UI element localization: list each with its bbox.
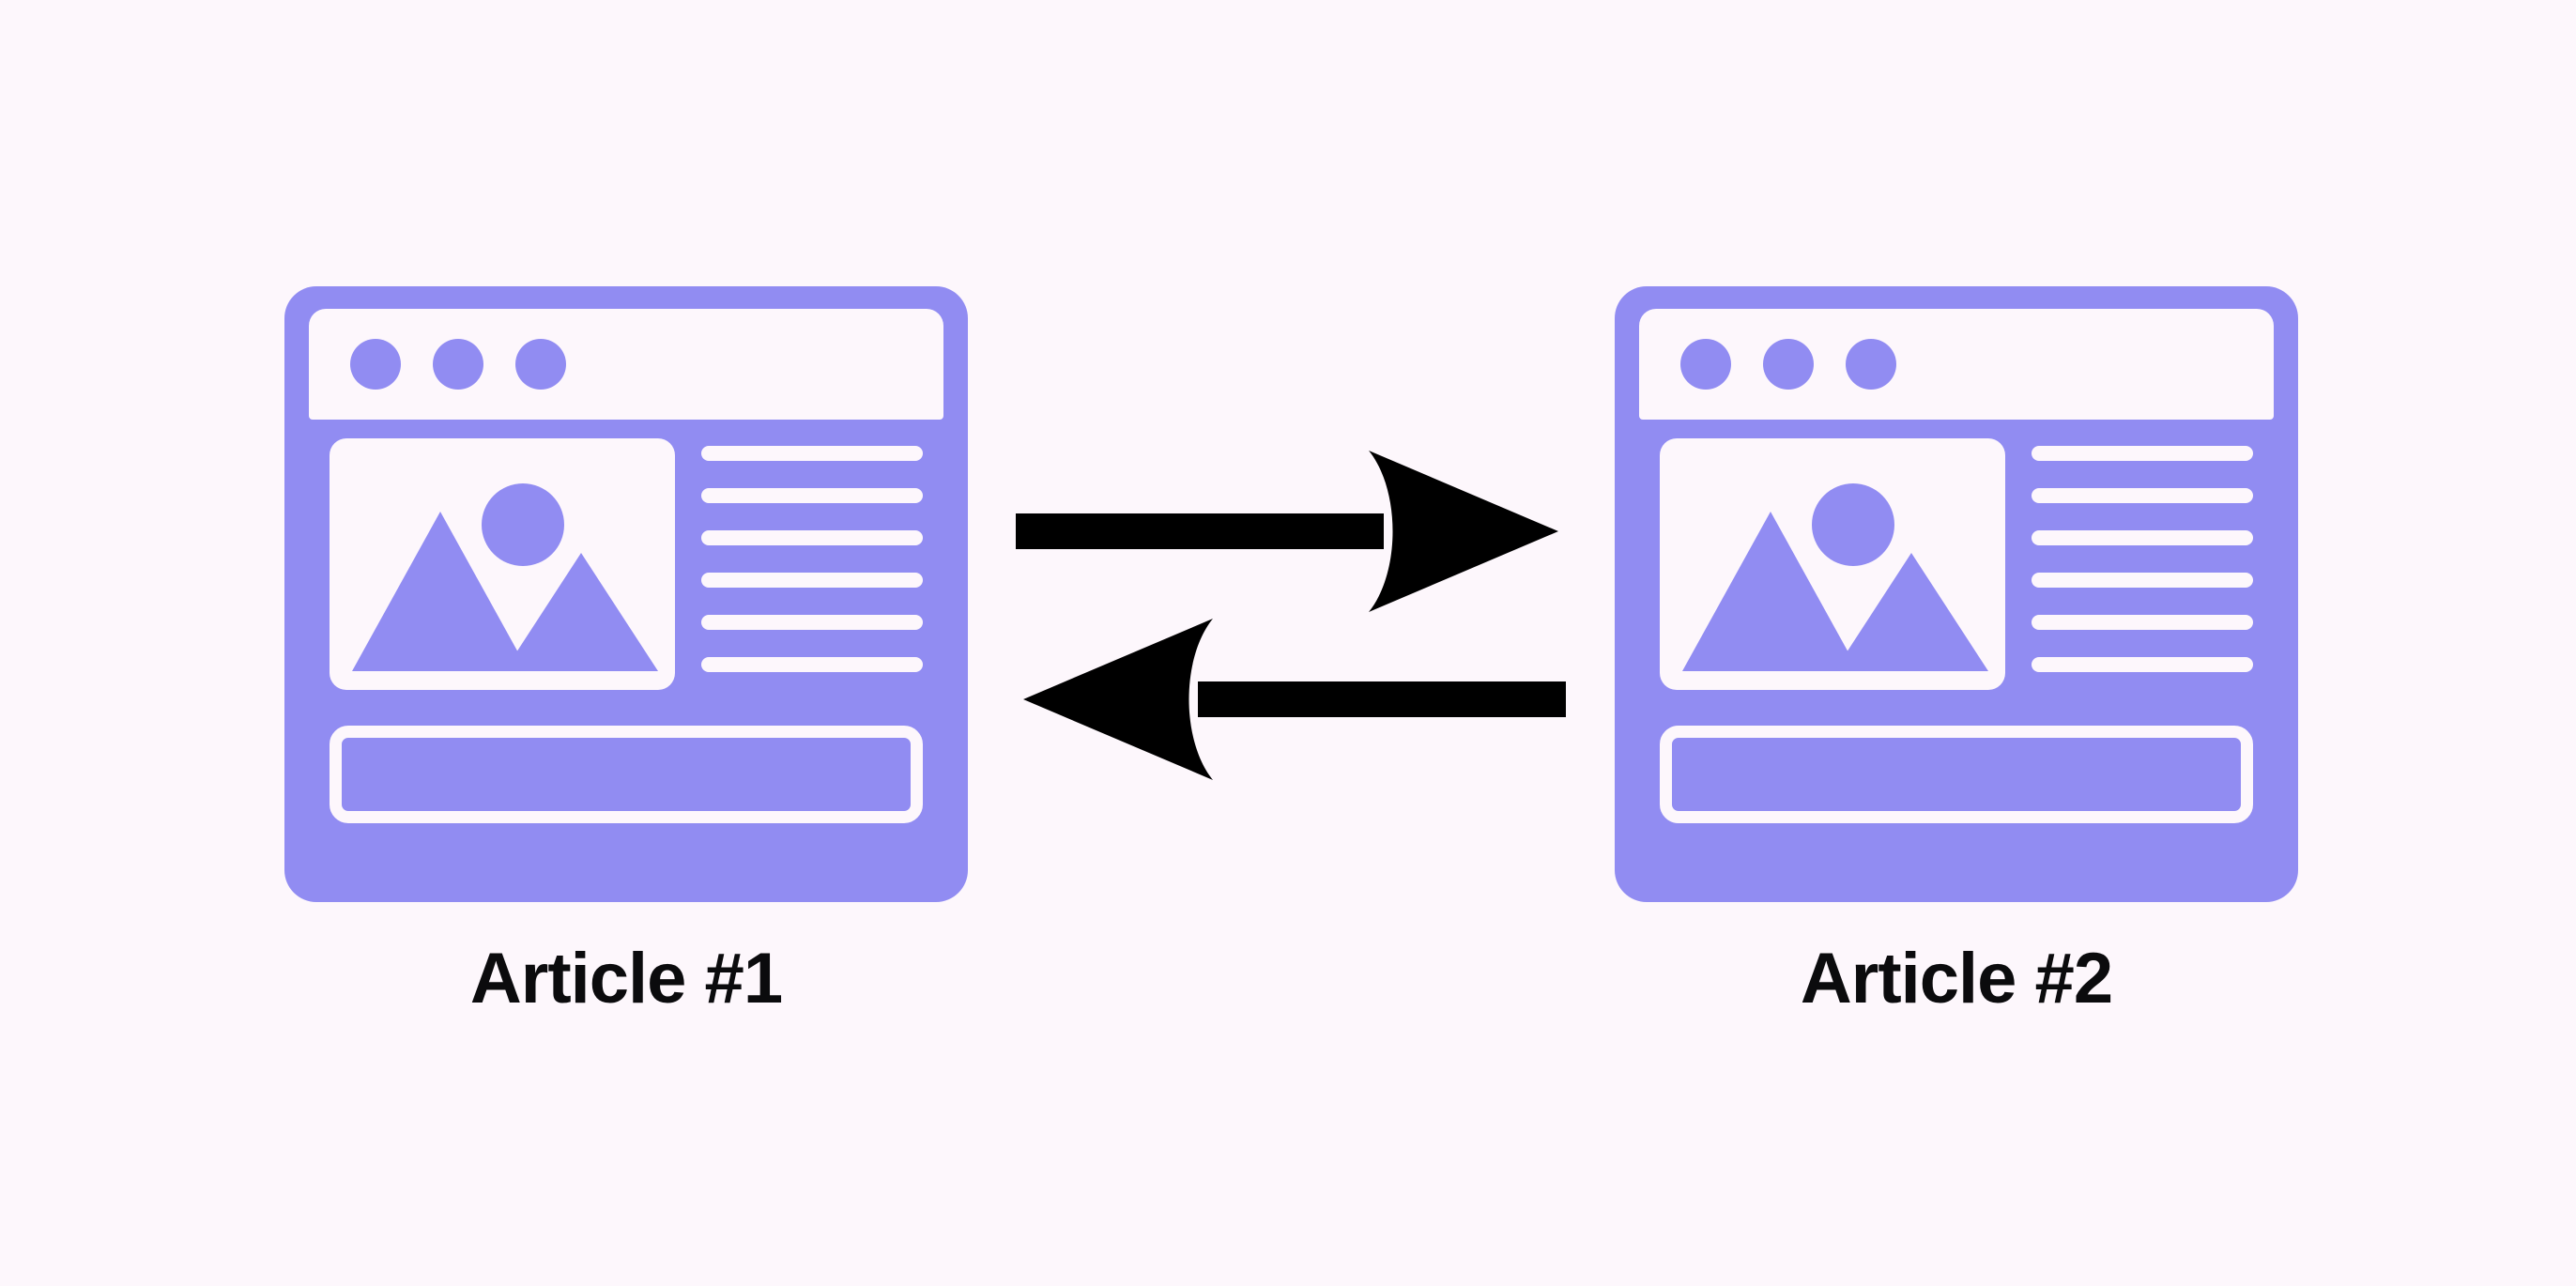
text-line	[2032, 488, 2253, 503]
text-line-group	[701, 446, 923, 672]
text-line	[2032, 573, 2253, 588]
text-line	[701, 657, 923, 672]
arrow-right-icon	[1016, 451, 1558, 612]
text-line	[701, 446, 923, 461]
text-line	[701, 573, 923, 588]
titlebar-dot-2	[1763, 339, 1814, 390]
titlebar-dot-3	[515, 339, 566, 390]
titlebar-dot-1	[1680, 339, 1731, 390]
text-line	[701, 615, 923, 630]
footer-bar	[330, 726, 923, 823]
browser-titlebar	[1639, 309, 2274, 420]
footer-bar	[1660, 726, 2253, 823]
text-line	[2032, 615, 2253, 630]
titlebar-dot-1	[350, 339, 401, 390]
titlebar-dot-2	[433, 339, 483, 390]
node-label-article-2: Article #2	[1800, 939, 2113, 1018]
text-line	[2032, 446, 2253, 461]
connector-group	[995, 441, 1587, 817]
diagram-node-article-1[interactable]: Article #1	[284, 286, 968, 1019]
browser-window-article-icon	[1615, 286, 2298, 902]
diagram-node-article-2[interactable]: Article #2	[1615, 286, 2298, 1019]
image-placeholder-icon	[1660, 438, 2005, 690]
browser-content-area	[1639, 438, 2274, 701]
node-label-article-1: Article #1	[469, 939, 783, 1018]
titlebar-dot-3	[1846, 339, 1896, 390]
image-placeholder-icon	[330, 438, 675, 690]
browser-window-article-icon	[284, 286, 968, 902]
browser-content-area	[309, 438, 943, 701]
text-line-group	[2032, 446, 2253, 672]
browser-titlebar	[309, 309, 943, 420]
text-line	[701, 488, 923, 503]
text-line	[2032, 530, 2253, 545]
text-line	[701, 530, 923, 545]
arrow-left-icon	[1023, 619, 1566, 780]
text-line	[2032, 657, 2253, 672]
